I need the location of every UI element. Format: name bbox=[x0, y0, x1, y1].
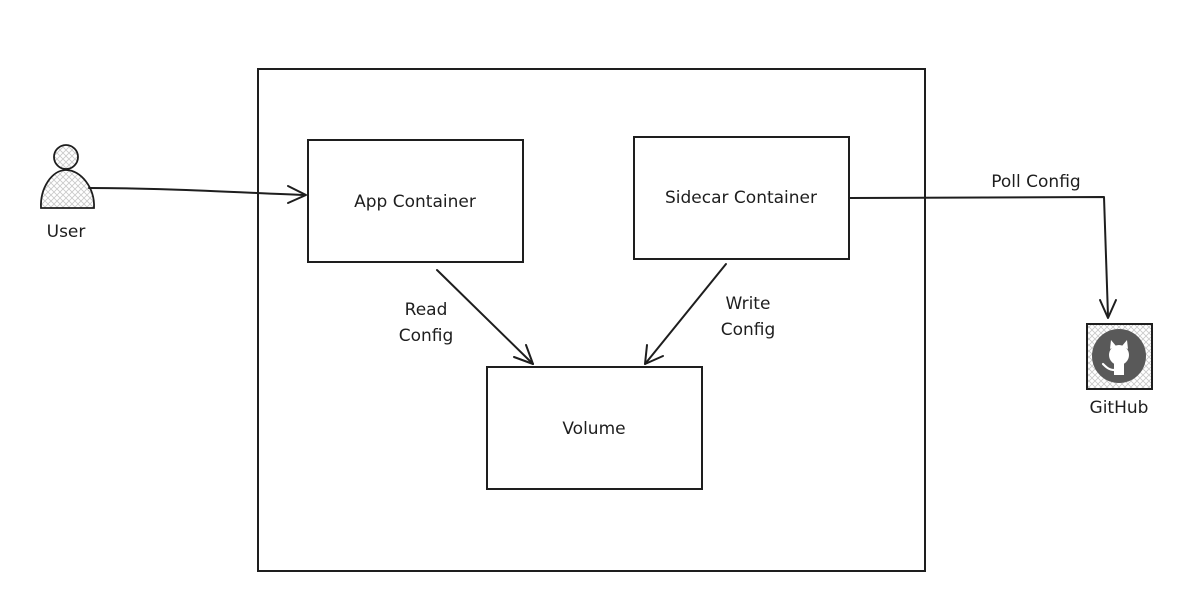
volume-label: Volume bbox=[562, 419, 625, 439]
write-config-label-line1: Write bbox=[726, 294, 771, 314]
app-container-label: App Container bbox=[354, 192, 476, 212]
app-container-node[interactable]: App Container bbox=[307, 139, 524, 263]
app-container-box bbox=[307, 139, 524, 263]
person-icon bbox=[40, 144, 95, 209]
github-actor[interactable]: GitHub bbox=[1086, 323, 1153, 418]
github-label: GitHub bbox=[1090, 398, 1149, 418]
read-config-label-line2: Config bbox=[399, 326, 454, 346]
volume-node[interactable]: Volume bbox=[486, 366, 703, 490]
pod-boundary bbox=[257, 68, 926, 572]
github-icon bbox=[1086, 323, 1153, 390]
sidecar-container-node[interactable]: Sidecar Container bbox=[633, 136, 850, 260]
read-config-label-line1: Read bbox=[405, 300, 448, 320]
volume-box bbox=[486, 366, 703, 490]
sidecar-container-label: Sidecar Container bbox=[665, 188, 817, 208]
edge-user-to-app bbox=[88, 185, 307, 204]
write-config-label-line2: Config bbox=[721, 320, 776, 340]
poll-config-label: Poll Config bbox=[991, 172, 1080, 192]
edge-sidecar-to-github: Poll Config bbox=[849, 172, 1117, 319]
user-actor[interactable]: User bbox=[40, 144, 95, 242]
user-label: User bbox=[47, 222, 86, 242]
edge-sidecar-to-volume: Write Config bbox=[644, 263, 776, 365]
edge-app-to-volume: Read Config bbox=[399, 269, 534, 365]
